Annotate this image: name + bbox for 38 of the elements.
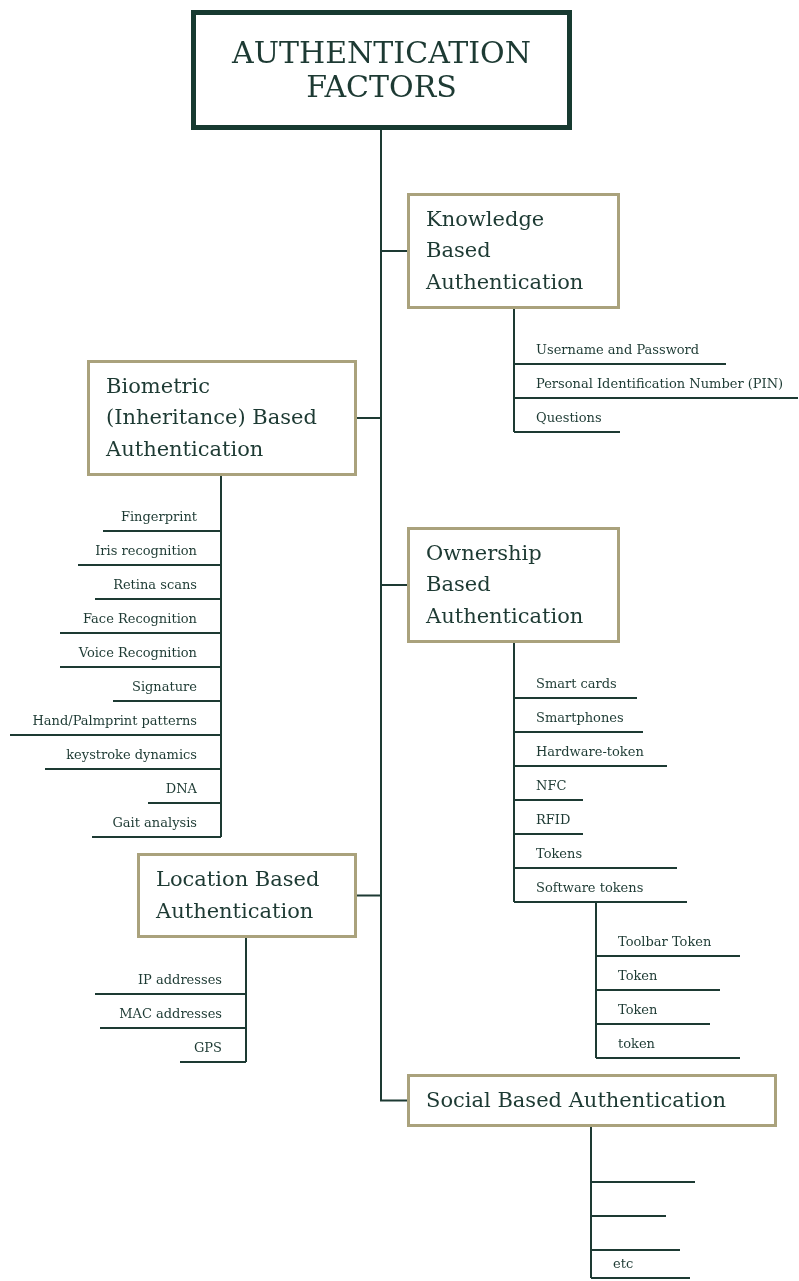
title-box: AUTHENTICATION FACTORS [191,10,572,130]
list-item: Gait analysis [92,812,221,838]
category-box: Knowledge Based Authentication [407,193,620,309]
list-item: GPS [180,1037,246,1063]
category-box: Social Based Authentication [407,1074,777,1127]
list-item: Hardware-token [514,741,667,767]
category-box: Ownership Based Authentication [407,527,620,643]
list-item: Toolbar Token [596,931,740,957]
list-item: Hand/Palmprint patterns [10,710,221,736]
list-item: Voice Recognition [60,642,221,668]
list-item: DNA [148,778,221,804]
list-item: Smart cards [514,673,637,699]
list-item: RFID [514,809,583,835]
list-item: IP addresses [95,969,246,995]
list-item: MAC addresses [100,1003,246,1029]
connector-line [590,1126,592,1279]
list-item: Retina scans [95,574,221,600]
list-item: Smartphones [514,707,643,733]
list-item: Iris recognition [78,540,221,566]
list-item: token [596,1033,740,1059]
list-item: Face Recognition [60,608,221,634]
list-item: Personal Identification Number (PIN) [514,373,798,399]
list-item: Questions [514,407,620,433]
list-item: etc [591,1253,690,1279]
connector-line [595,902,597,1059]
list-item: Signature [113,676,221,702]
list-item: Username and Password [514,339,726,365]
list-item: NFC [514,775,583,801]
connector-line [245,937,247,1063]
list-item: Token [596,999,710,1025]
list-item: Fingerprint [103,506,221,532]
connector-line [513,308,515,433]
list-item: Token [596,965,720,991]
list-item: keystroke dynamics [45,744,221,770]
list-item: Software tokens [514,877,687,903]
category-box: Location Based Authentication [137,853,357,938]
list-item: Tokens [514,843,677,869]
category-box: Biometric (Inheritance) Based Authentication [87,360,357,476]
